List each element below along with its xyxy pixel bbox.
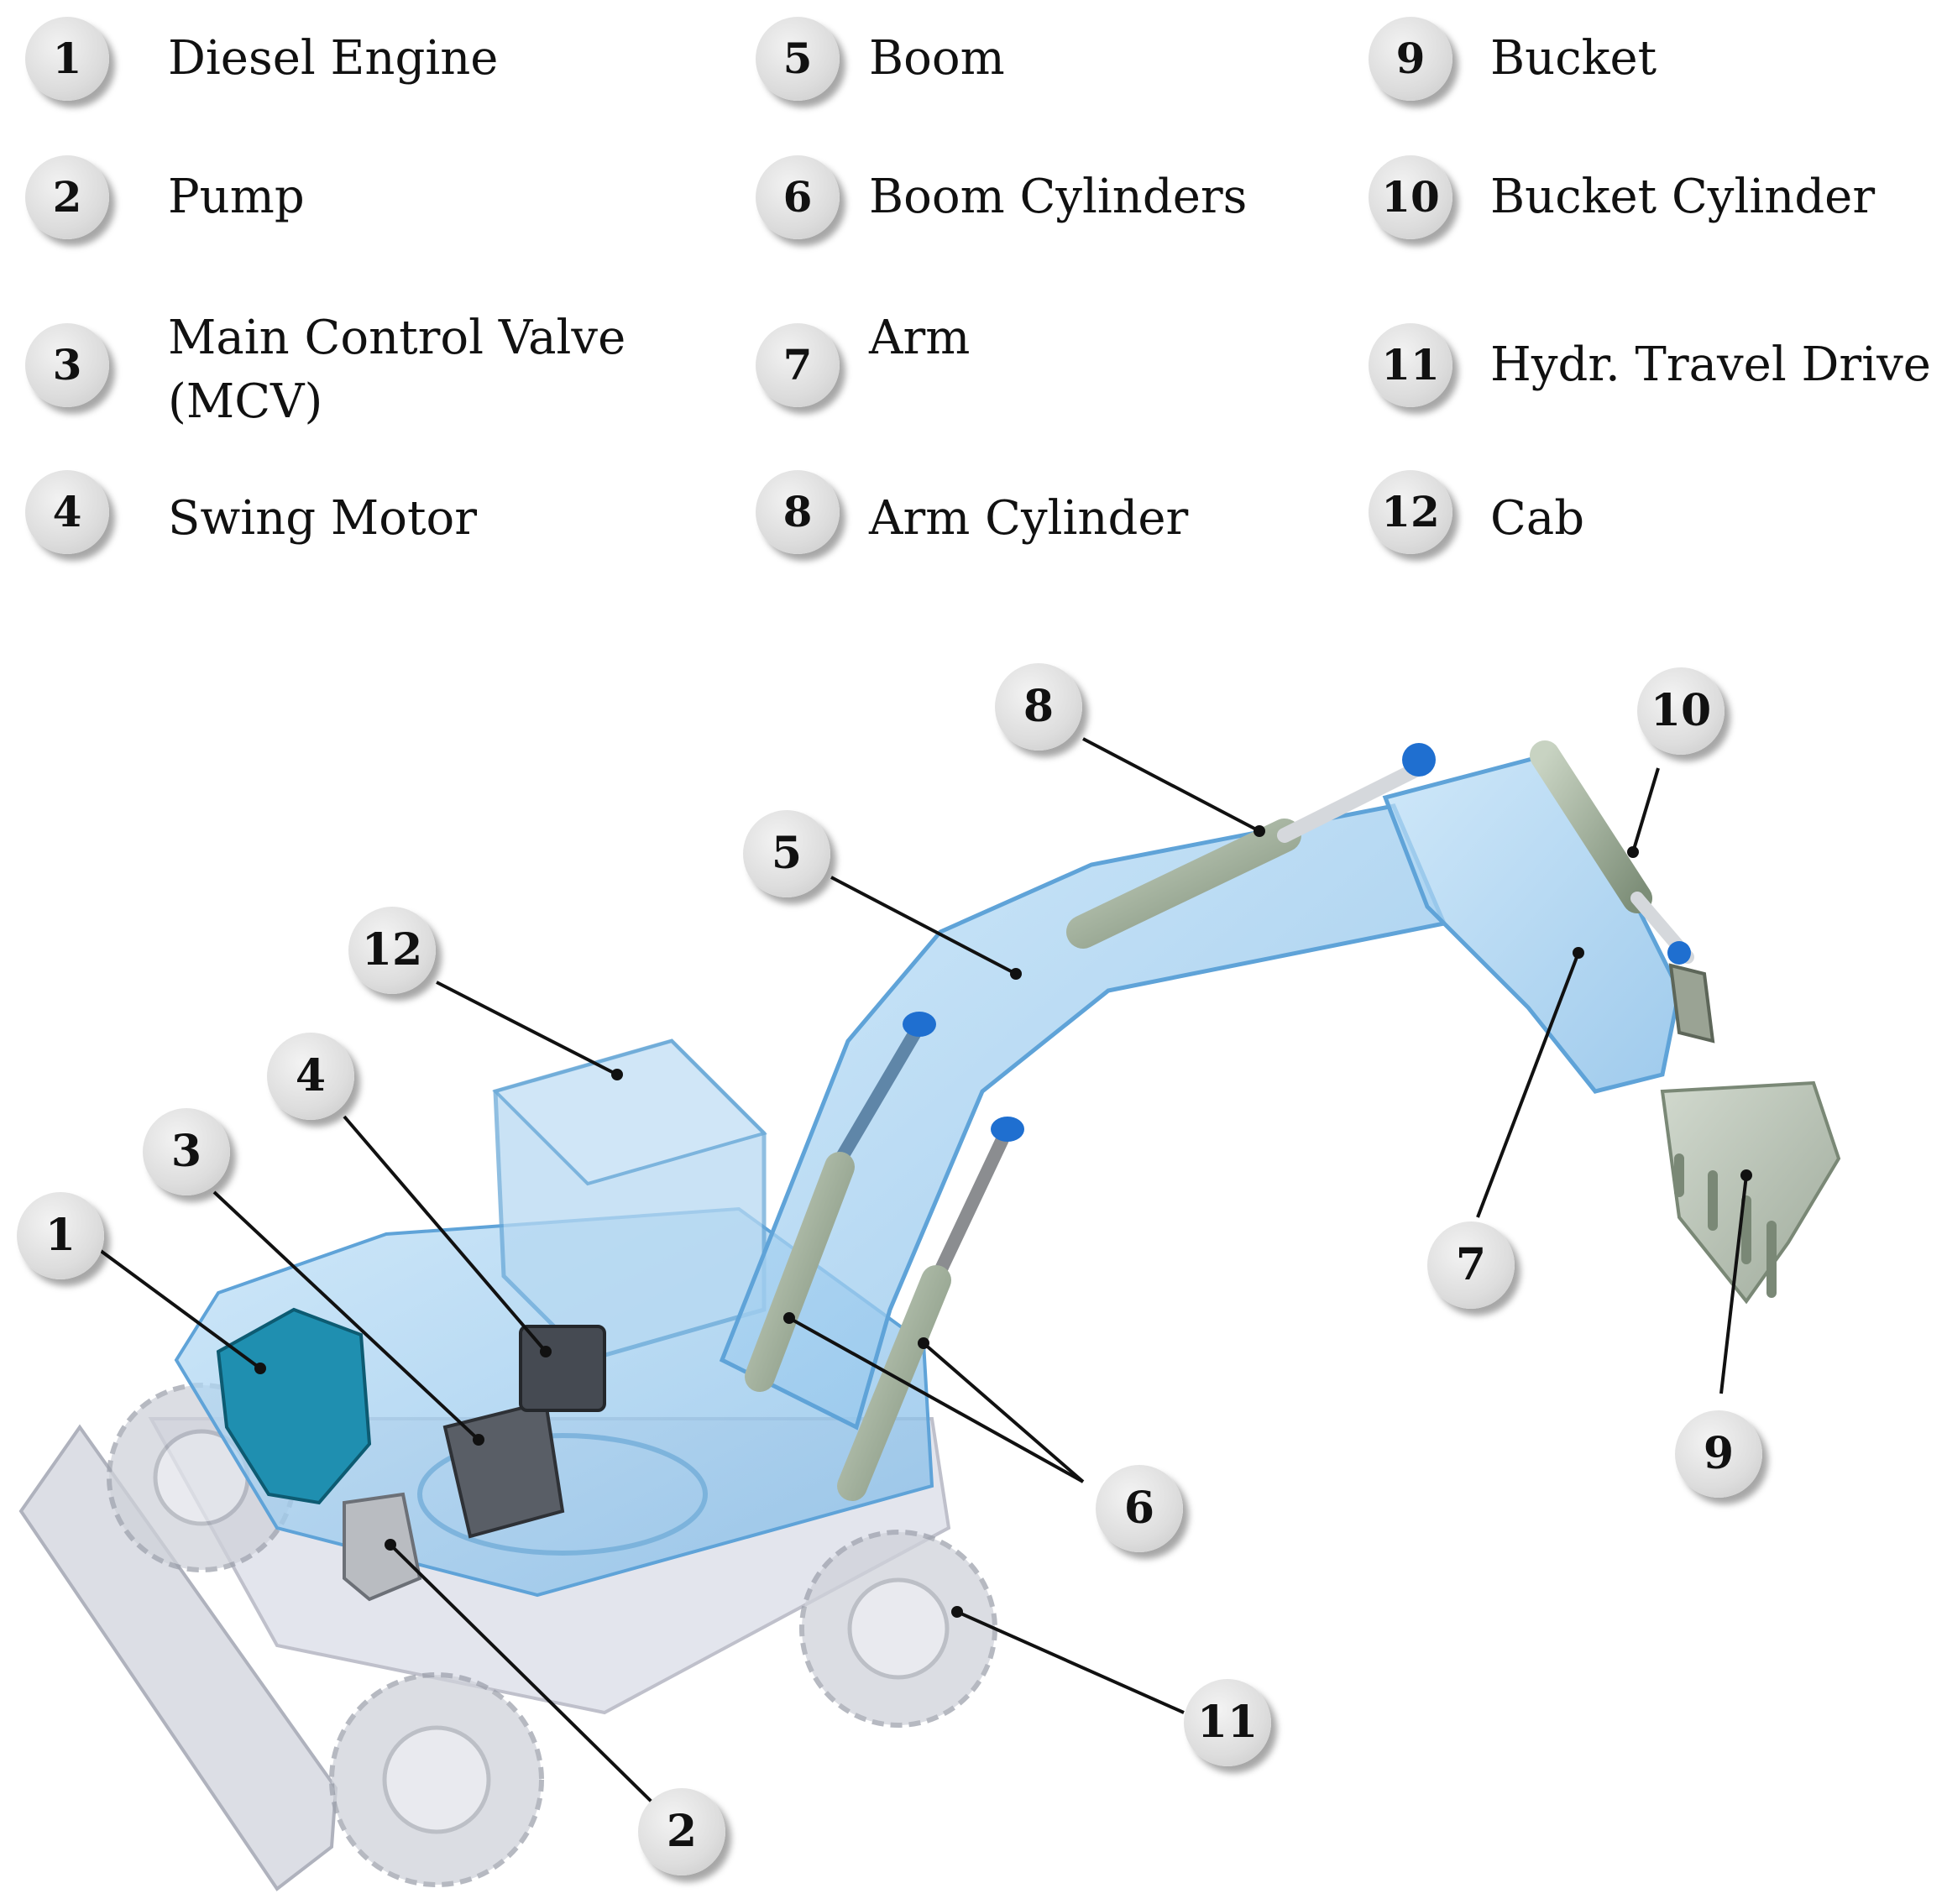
callout-7-arm: 7 (1427, 1221, 1515, 1309)
legend-label: Diesel Engine (168, 31, 499, 86)
wheel-rear-left (799, 1530, 997, 1728)
callout-4-swing-motor: 4 (267, 1033, 354, 1120)
cab (493, 1038, 767, 1363)
swing-motor (519, 1325, 606, 1412)
legend-badge: 4 (25, 470, 109, 554)
legend-label: Boom Cylinders (869, 170, 1248, 224)
diesel-engine (216, 1307, 372, 1505)
wheel-front-right (329, 1672, 544, 1887)
bucket-linkage (1668, 963, 1715, 1044)
cab-roof (492, 1038, 767, 1186)
legend-label: Main Control Valve (MCV) (168, 311, 626, 429)
undercarriage (148, 1417, 951, 1715)
dozer-blade (18, 1424, 338, 1891)
pump (343, 1492, 422, 1602)
arm (1382, 753, 1682, 1094)
callout-2-pump: 2 (638, 1788, 725, 1875)
legend-label: Bucket Cylinder (1490, 170, 1876, 224)
legend-badge: 5 (756, 17, 840, 101)
legend-label: Bucket (1490, 31, 1657, 86)
arm-cylinder (1066, 743, 1436, 949)
boom (719, 803, 1447, 1431)
callout-11-hydr-travel-drive: 11 (1184, 1679, 1271, 1766)
bucket-teeth (1674, 1153, 1777, 1298)
boom-cylinder-right (837, 1117, 1024, 1501)
legend-label: Arm Cylinder (869, 491, 1189, 546)
callout-6-boom-cylinders: 6 (1096, 1465, 1183, 1552)
callout-12-cab: 12 (348, 907, 436, 994)
callout-1-diesel-engine: 1 (17, 1192, 104, 1279)
legend-label: Hydr. Travel Drive (1490, 337, 1931, 392)
legend-label: Pump (168, 170, 305, 224)
boom-cylinder-left (745, 1012, 936, 1392)
callout-9-bucket: 9 (1675, 1410, 1762, 1498)
upper-structure (174, 1206, 934, 1598)
callout-8-arm-cylinder: 8 (995, 663, 1082, 751)
legend-badge: 10 (1369, 155, 1452, 239)
legend-label: Arm (869, 311, 971, 365)
legend-badge: 12 (1369, 470, 1452, 554)
legend-badge: 9 (1369, 17, 1452, 101)
callout-10-bucket-cylinder: 10 (1637, 667, 1725, 755)
bucket (1660, 1080, 1841, 1305)
legend-label: Boom (869, 31, 1005, 86)
callout-5-boom: 5 (743, 810, 830, 897)
legend-label: Swing Motor (168, 491, 477, 546)
legend-badge: 6 (756, 155, 840, 239)
legend-badge: 3 (25, 323, 109, 407)
legend-badge: 11 (1369, 323, 1452, 407)
legend-badge: 7 (756, 323, 840, 407)
callout-3-main-control-valve: 3 (143, 1108, 230, 1195)
legend-badge: 2 (25, 155, 109, 239)
bucket-cylinder (1530, 740, 1694, 965)
legend-badge: 1 (25, 17, 109, 101)
legend-label: Cab (1490, 491, 1585, 546)
leader-dots (254, 825, 1752, 1618)
legend-badge: 8 (756, 470, 840, 554)
wheel-front-left (107, 1383, 296, 1572)
main-control-valve (442, 1399, 565, 1539)
turntable (417, 1433, 708, 1556)
